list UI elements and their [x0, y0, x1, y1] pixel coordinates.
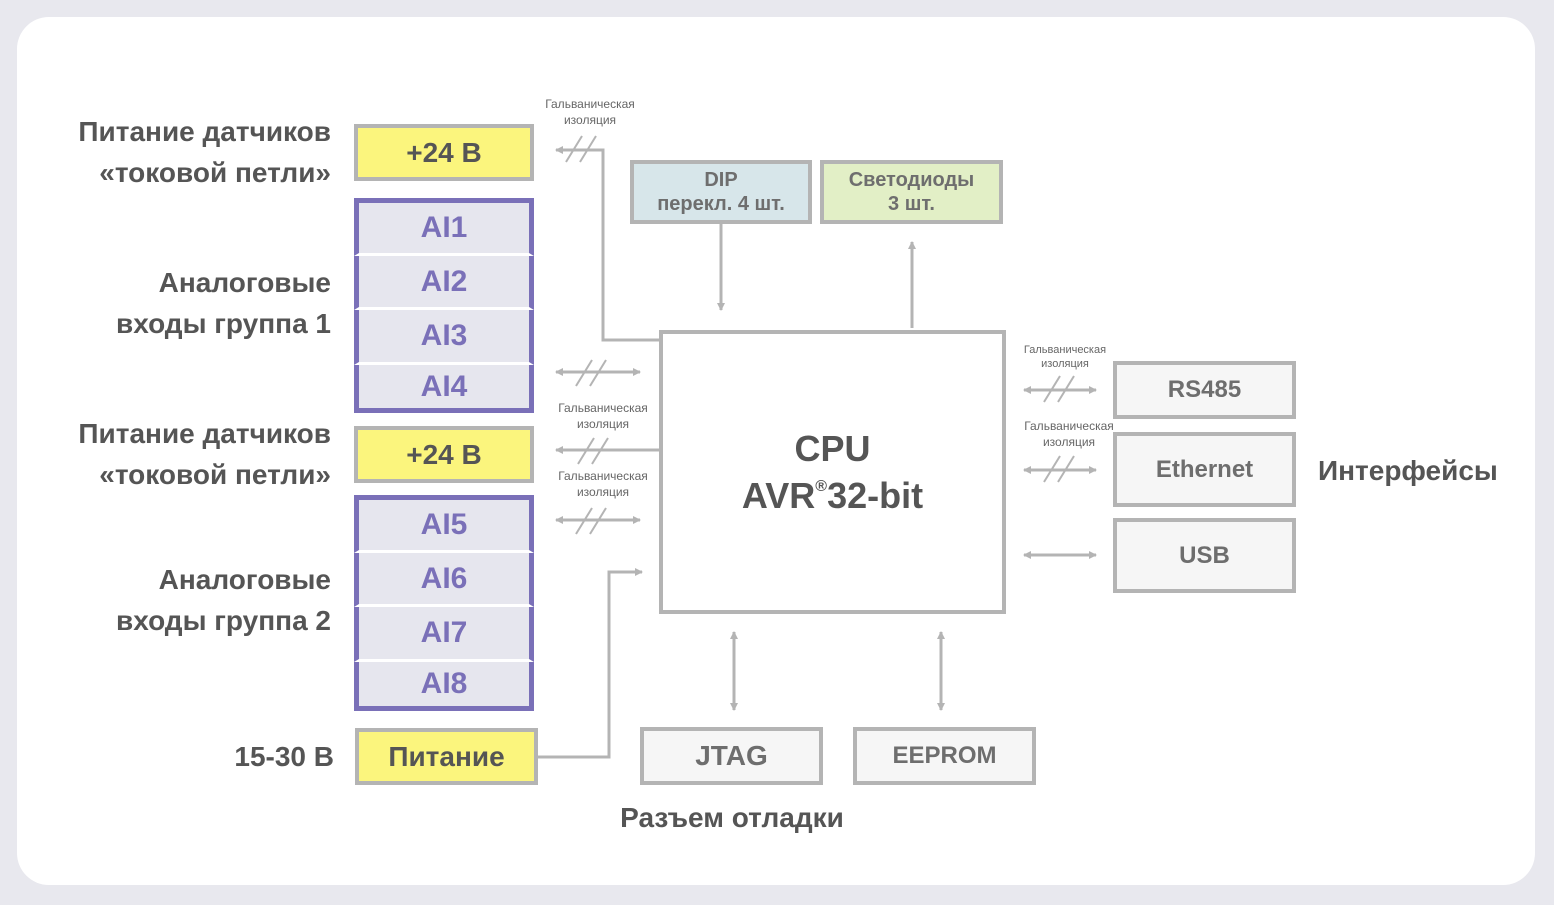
isolation-line: Гальваническая — [545, 97, 635, 111]
cpu-block: CPU AVR®32-bit — [659, 330, 1006, 614]
label-interfaces: Интерфейсы — [1318, 455, 1498, 486]
label-line: входы группа 1 — [115, 308, 331, 339]
label-line: входы группа 2 — [115, 605, 331, 636]
label-analog-group-1: Аналоговые входы группа 1 — [116, 262, 331, 344]
wire-power — [538, 568, 643, 759]
analog-input-ai3: AI3 — [354, 310, 534, 365]
power-24v-box-2: +24 В — [354, 426, 534, 483]
label-debug-connector: Разъем отладки — [620, 802, 844, 833]
label-line: «токовой петли» — [99, 459, 331, 490]
ethernet-box: Ethernet — [1113, 432, 1296, 507]
dip-switch-box: DIP перекл. 4 шт. — [630, 160, 812, 224]
leds-box: Светодиоды 3 шт. — [820, 160, 1003, 224]
isolation-label-1: Гальваническая изоляция — [530, 96, 650, 128]
isolation-line: изоляция — [563, 113, 617, 127]
isolation-line: Гальваническая — [558, 401, 648, 415]
usb-box: USB — [1113, 518, 1296, 593]
label-power-sensors-1: Питание датчиков «токовой петли» — [78, 111, 331, 193]
isolation-line: изоляция — [576, 417, 630, 431]
wire-plus24-1 — [555, 146, 660, 342]
power-24v-box-1: +24 В — [354, 124, 534, 181]
isolation-label-ethernet: Гальваническая изоляция — [1010, 418, 1128, 450]
rs485-box: RS485 — [1113, 361, 1296, 419]
isolation-line: изоляция — [1042, 435, 1096, 449]
isolation-marks — [565, 135, 1075, 535]
isolation-line: Гальваническая — [1023, 344, 1107, 356]
registered-mark: ® — [815, 477, 828, 495]
isolation-label-3: Гальваническая изоляция — [543, 468, 663, 500]
cpu-subtitle: AVR®32-bit — [742, 470, 923, 517]
leds-line: 3 шт. — [888, 193, 935, 215]
analog-input-ai8: AI8 — [354, 662, 534, 711]
label-line: Питание датчиков — [78, 418, 331, 449]
analog-input-ai1: AI1 — [354, 198, 534, 256]
label-line: Аналоговые — [158, 564, 331, 595]
eeprom-box: EEPROM — [853, 727, 1036, 785]
label-analog-group-2: Аналоговые входы группа 2 — [116, 559, 331, 641]
isolation-line: изоляция — [1041, 358, 1089, 370]
isolation-line: изоляция — [576, 485, 630, 499]
isolation-label-2: Гальваническая изоляция — [543, 400, 663, 432]
cpu-arch: AVR — [741, 474, 816, 516]
leds-line: Светодиоды — [848, 169, 975, 191]
cpu-title: CPU — [794, 427, 871, 469]
cpu-bits: 32-bit — [827, 474, 924, 516]
analog-input-ai4: AI4 — [354, 365, 534, 413]
dip-line: DIP — [704, 169, 738, 191]
isolation-line: Гальваническая — [1024, 419, 1114, 433]
analog-input-ai2: AI2 — [354, 256, 534, 310]
power-supply-box: Питание — [355, 728, 538, 785]
label-supply-voltage: 15-30 В — [234, 741, 334, 772]
analog-input-ai7: AI7 — [354, 607, 534, 662]
jtag-box: JTAG — [640, 727, 823, 785]
label-line: «токовой петли» — [99, 157, 331, 188]
analog-input-ai5: AI5 — [354, 495, 534, 553]
label-line: Аналоговые — [158, 267, 331, 298]
dip-line: перекл. 4 шт. — [657, 193, 785, 215]
analog-input-ai6: AI6 — [354, 553, 534, 607]
label-power-sensors-2: Питание датчиков «токовой петли» — [78, 413, 331, 495]
isolation-line: Гальваническая — [558, 469, 648, 483]
label-line: Питание датчиков — [78, 116, 331, 147]
isolation-label-rs485: Гальваническая изоляция — [1010, 343, 1120, 371]
